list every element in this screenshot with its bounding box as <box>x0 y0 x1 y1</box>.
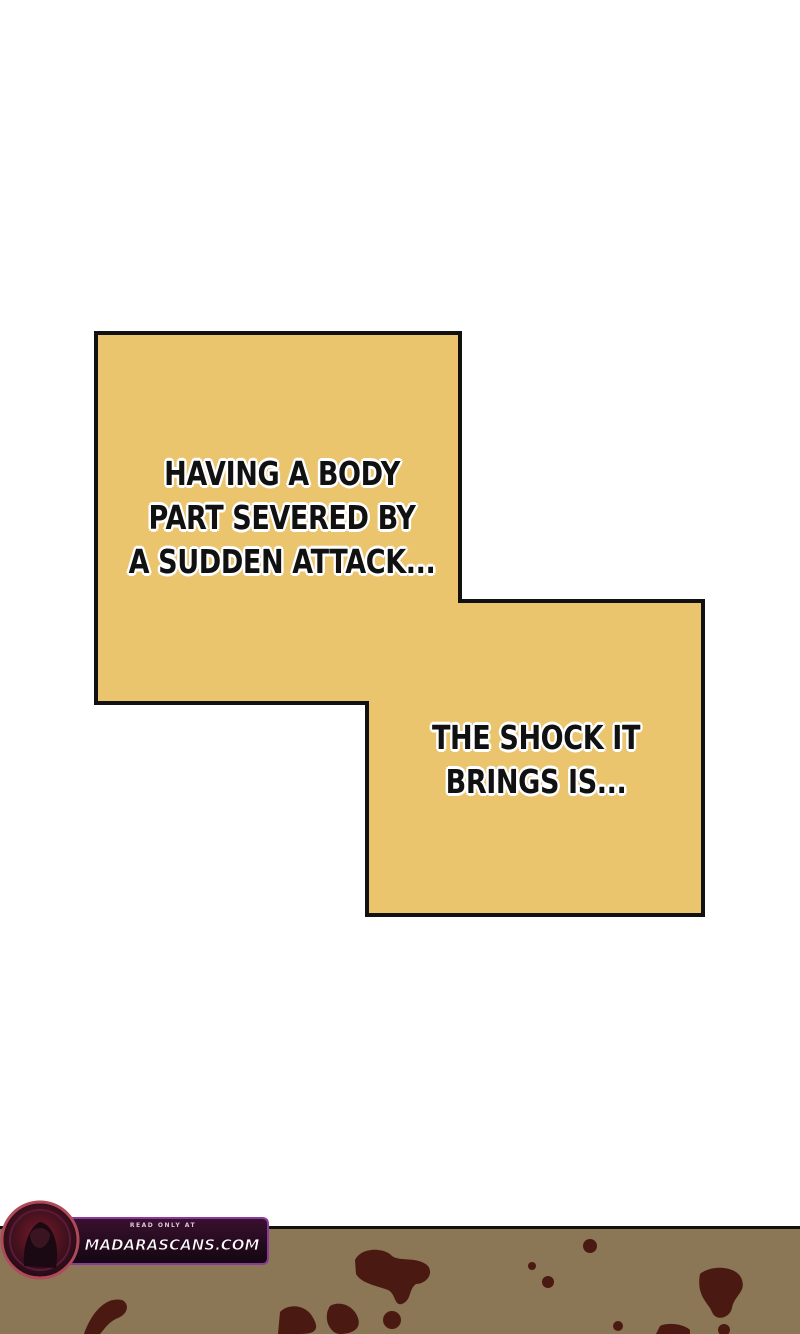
caption-text-second: THE SHOCK IT BRINGS IS... <box>380 716 692 804</box>
watermark-tagline: READ ONLY AT <box>130 1222 196 1229</box>
watermark-logo: READ ONLY AT MADARASCANS.COM <box>0 1200 269 1280</box>
caption-line: BRINGS IS... <box>445 762 627 801</box>
blood-splatter <box>84 1239 743 1334</box>
caption-line: PART SEVERED BY <box>148 498 416 537</box>
caption-line: THE SHOCK IT <box>431 718 640 757</box>
caption-panel-shape <box>94 331 705 917</box>
caption-line: A SUDDEN ATTACK... <box>128 542 436 581</box>
caption-text-first: HAVING A BODY PART SEVERED BY A SUDDEN A… <box>110 452 454 584</box>
caption-line: HAVING A BODY <box>164 454 400 493</box>
watermark-site: MADARASCANS.COM <box>85 1236 260 1254</box>
